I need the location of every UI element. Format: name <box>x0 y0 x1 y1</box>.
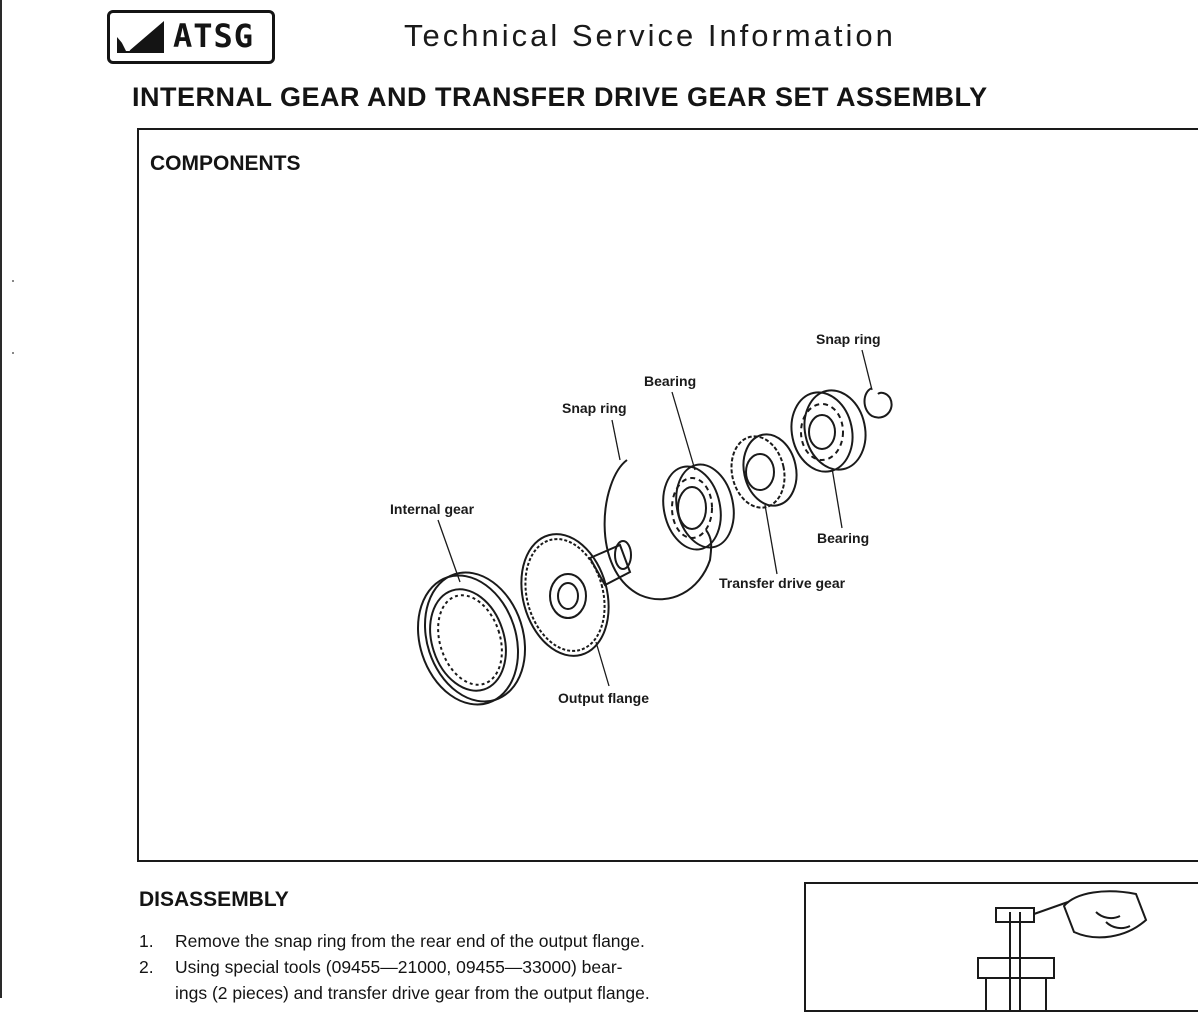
disassembly-heading: DISASSEMBLY <box>139 888 289 911</box>
label-output-flange: Output flange <box>558 690 649 706</box>
step-number: 1. <box>139 931 154 951</box>
components-frame <box>137 128 1198 862</box>
step-item: 1. Remove the snap ring from the rear en… <box>139 928 779 954</box>
logo-text: ATSG <box>173 17 255 55</box>
section-title: INTERNAL GEAR AND TRANSFER DRIVE GEAR SE… <box>132 82 988 112</box>
bearing-top-illustration <box>662 463 735 551</box>
page-header-title: Technical Service Information <box>404 18 896 53</box>
checkmark-logo-icon <box>117 21 164 53</box>
step-text: Using special tools (09455—21000, 09455—… <box>175 957 623 977</box>
label-snap-ring-right: Snap ring <box>816 331 881 347</box>
tool-illustration-frame <box>804 882 1198 1012</box>
step-item: 2. Using special tools (09455—21000, 094… <box>139 954 779 980</box>
bearing-right-illustration <box>790 389 867 473</box>
scan-dot <box>12 280 14 282</box>
scan-dot <box>12 352 14 354</box>
puller-tool-illustration <box>977 890 1148 1012</box>
snap-ring-right-illustration <box>863 387 893 419</box>
step-number: 2. <box>139 957 154 977</box>
internal-gear-illustration <box>417 571 526 706</box>
step-text: Remove the snap ring from the rear end o… <box>175 931 645 951</box>
page-edge <box>0 0 2 998</box>
label-bearing-top: Bearing <box>644 373 696 389</box>
disassembly-steps: 1. Remove the snap ring from the rear en… <box>139 928 779 1006</box>
components-heading: COMPONENTS <box>150 152 301 175</box>
output-flange-illustration <box>520 533 632 657</box>
label-transfer-drive-gear: Transfer drive gear <box>719 575 846 591</box>
label-bearing-right: Bearing <box>817 530 869 546</box>
snap-ring-left-illustration <box>603 459 713 601</box>
step-item-continuation: ings (2 pieces) and transfer drive gear … <box>139 980 779 1006</box>
step-text-continuation: ings (2 pieces) and transfer drive gear … <box>175 983 650 1003</box>
label-snap-ring-left: Snap ring <box>562 400 627 416</box>
transfer-drive-gear-illustration <box>730 433 798 509</box>
atsg-logo: ATSG <box>107 10 275 64</box>
label-internal-gear: Internal gear <box>390 501 475 517</box>
